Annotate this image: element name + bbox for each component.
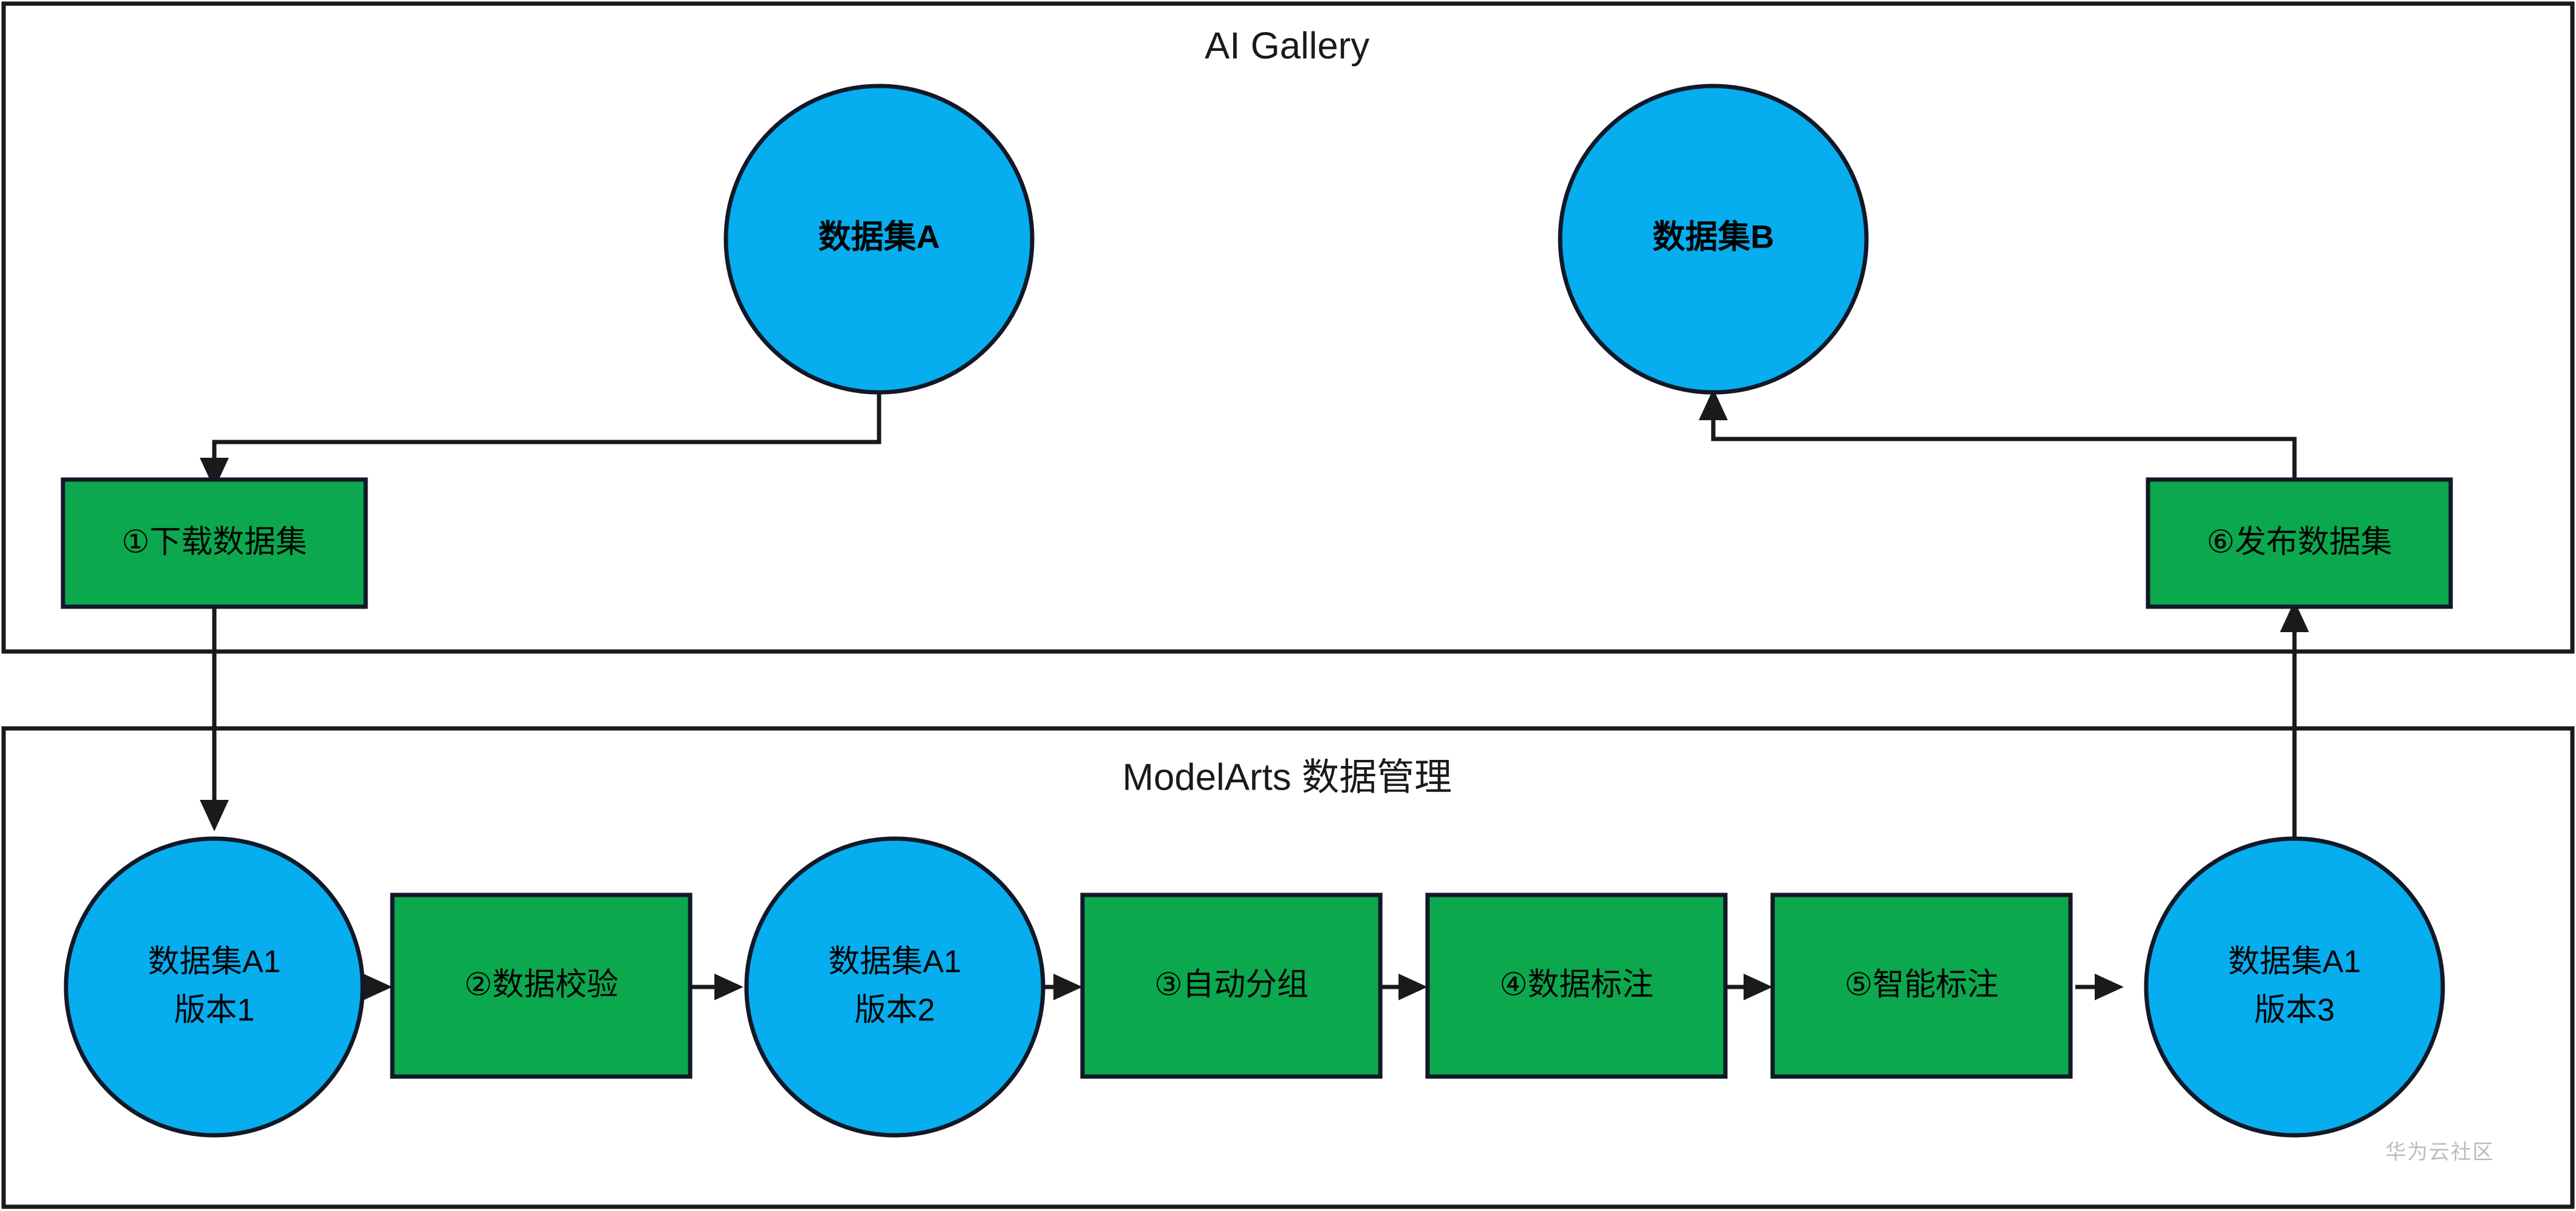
data-annotate-label: ④数据标注 (1500, 968, 1654, 1003)
publish-dataset-box[interactable] (2146, 477, 2453, 609)
dataset-b-label: 数据集B (1653, 219, 1774, 255)
edge-a1v3-to-publish (2280, 601, 2309, 839)
data-verify-label: ②数据校验 (464, 968, 619, 1003)
node-step-smart-annotate[interactable]: ⑤智能标注 (1770, 893, 2073, 1079)
dataset-a-label: 数据集A (819, 219, 940, 255)
dataset-a1-v1-circle[interactable] (64, 836, 365, 1138)
node-dataset-b[interactable]: 数据集B (1558, 84, 1869, 395)
edge-dataset-a-to-download (200, 394, 881, 489)
dataset-a1-v2-circle[interactable] (744, 836, 1046, 1138)
edge-a1v2-to-autogroup (1043, 974, 1082, 1000)
dataset-a1-v3-circle[interactable] (2144, 836, 2445, 1138)
ai-gallery-container (1, 1, 2575, 654)
node-step-autogroup[interactable]: ③自动分组 (1080, 893, 1383, 1079)
node-dataset-a1-v1[interactable]: 数据集A1 版本1 (64, 836, 365, 1138)
auto-group-box[interactable] (1080, 893, 1383, 1079)
dataset-a1-v3-label-line2: 版本3 (2255, 993, 2335, 1028)
smart-annotate-label: ⑤智能标注 (1845, 968, 1999, 1003)
node-step-download[interactable]: ①下载数据集 (61, 477, 368, 609)
auto-group-label: ③自动分组 (1155, 968, 1309, 1003)
dataset-a1-v3-label-line1: 数据集A1 (2228, 945, 2361, 980)
dataset-a1-v1-label-line1: 数据集A1 (148, 945, 281, 980)
edge-autogroup-to-annotate (1379, 974, 1428, 1000)
data-annotate-box[interactable] (1425, 893, 1728, 1079)
edge-annotate-to-smart (1724, 974, 1773, 1000)
edge-download-to-a1v1 (200, 606, 229, 831)
download-dataset-label: ①下载数据集 (122, 525, 308, 560)
node-step-publish[interactable]: ⑥发布数据集 (2146, 477, 2453, 609)
publish-dataset-label: ⑥发布数据集 (2207, 525, 2393, 560)
dataset-b-circle[interactable] (1558, 84, 1869, 395)
download-dataset-box[interactable] (61, 477, 368, 609)
data-verify-box[interactable] (390, 893, 693, 1079)
node-dataset-a[interactable]: 数据集A (723, 84, 1035, 395)
edge-verify-to-a1v2 (690, 974, 743, 1000)
dataset-a1-v1-label-line2: 版本1 (174, 993, 255, 1028)
dataset-a1-v2-label-line1: 数据集A1 (828, 945, 961, 980)
dataset-a-circle[interactable] (723, 84, 1035, 395)
modelarts-title: ModelArts 数据管理 (1122, 756, 1452, 798)
node-step-annotate[interactable]: ④数据标注 (1425, 893, 1728, 1079)
dataset-a1-v2-label-line2: 版本2 (855, 993, 935, 1028)
node-step-verify[interactable]: ②数据校验 (390, 893, 693, 1079)
node-dataset-a1-v2[interactable]: 数据集A1 版本2 (744, 836, 1046, 1138)
watermark-label: 华为云社区 (2385, 1141, 2494, 1164)
edge-publish-to-dataset-b (1699, 389, 2297, 478)
smart-annotate-box[interactable] (1770, 893, 2073, 1079)
edge-smart-to-a1v3 (2075, 974, 2124, 1000)
node-dataset-a1-v3[interactable]: 数据集A1 版本3 (2144, 836, 2445, 1138)
ai-gallery-title: AI Gallery (1205, 25, 1369, 67)
